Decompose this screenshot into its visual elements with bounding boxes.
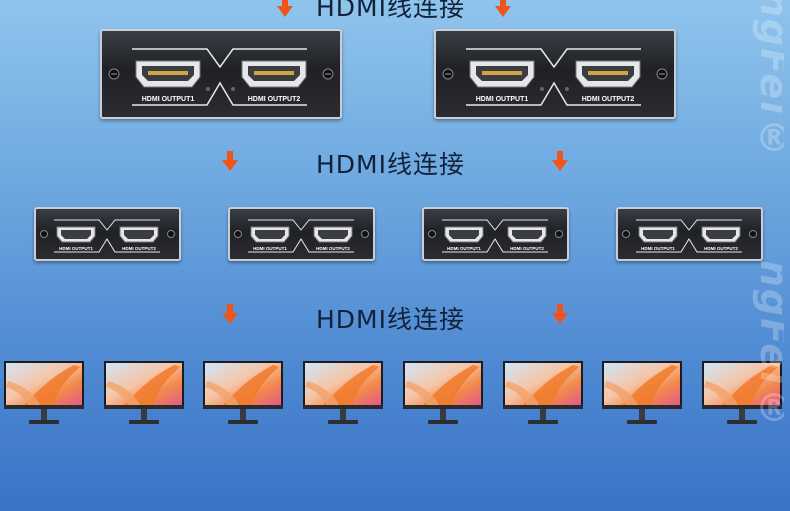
- monitor-icon: [502, 361, 583, 427]
- brand-watermark: ngFei® ngFei®: [744, 0, 784, 511]
- output2-label: HDMI OUTPUT2: [316, 246, 350, 251]
- output1-label: HDMI OUTPUT1: [447, 246, 481, 251]
- watermark-text: ngFei®: [752, 0, 784, 163]
- hdmi-port-icon: [507, 226, 547, 243]
- screw-icon: [234, 230, 242, 238]
- screw-icon: [428, 230, 436, 238]
- watermark-text: ngFei®: [752, 260, 784, 433]
- output2-label: HDMI OUTPUT2: [582, 96, 635, 103]
- output1-label: HDMI OUTPUT1: [476, 96, 529, 103]
- hdmi-port-icon: [701, 226, 741, 243]
- down-arrow-icon: [277, 0, 293, 17]
- hdmi-port-icon: [444, 226, 484, 243]
- output1-label: HDMI OUTPUT1: [641, 246, 675, 251]
- splitter-large: HDMI OUTPUT1 HDMI OUTPUT2: [434, 29, 676, 119]
- output2-label: HDMI OUTPUT2: [704, 246, 738, 251]
- splitter-small: HDMI OUTPUT1 HDMI OUTPUT2: [422, 207, 569, 261]
- connection-label-bottom: HDMI线连接: [316, 305, 465, 334]
- screw-icon: [622, 230, 630, 238]
- down-arrow-icon: [552, 151, 568, 171]
- hdmi-port-icon: [241, 60, 307, 88]
- hdmi-port-icon: [119, 226, 159, 243]
- hdmi-port-icon: [575, 60, 641, 88]
- output1-label: HDMI OUTPUT1: [142, 96, 195, 103]
- monitor-icon: [4, 361, 84, 427]
- output2-label: HDMI OUTPUT2: [122, 246, 156, 251]
- screw-icon: [555, 230, 563, 238]
- down-arrow-icon: [222, 304, 238, 324]
- hdmi-port-icon: [250, 226, 290, 243]
- splitter-large: HDMI OUTPUT1 HDMI OUTPUT2: [100, 29, 342, 119]
- hdmi-port-icon: [638, 226, 678, 243]
- screw-icon: [361, 230, 369, 238]
- screw-icon: [749, 230, 757, 238]
- monitor-icon: [303, 361, 384, 427]
- screw-icon: [40, 230, 48, 238]
- hdmi-port-icon: [469, 60, 535, 88]
- splitter-small: HDMI OUTPUT1 HDMI OUTPUT2: [228, 207, 375, 261]
- down-arrow-icon: [222, 151, 238, 171]
- down-arrow-icon: [552, 304, 568, 324]
- monitor-icon: [602, 361, 683, 427]
- hdmi-port-icon: [313, 226, 353, 243]
- output1-label: HDMI OUTPUT1: [59, 246, 93, 251]
- hdmi-port-icon: [56, 226, 96, 243]
- output2-label: HDMI OUTPUT2: [248, 96, 301, 103]
- output2-label: HDMI OUTPUT2: [510, 246, 544, 251]
- down-arrow-icon: [495, 0, 511, 17]
- splitter-small: HDMI OUTPUT1 HDMI OUTPUT2: [34, 207, 181, 261]
- monitor-icon: [402, 361, 483, 427]
- screw-icon: [167, 230, 175, 238]
- connection-label-top: HDMI线连接: [316, 0, 465, 22]
- monitor-icon: [203, 361, 284, 427]
- monitor-icon: [701, 361, 782, 427]
- monitor-icon: [103, 361, 184, 427]
- output1-label: HDMI OUTPUT1: [253, 246, 287, 251]
- splitter-small: HDMI OUTPUT1 HDMI OUTPUT2: [616, 207, 763, 261]
- hdmi-port-icon: [135, 60, 201, 88]
- connection-label-middle: HDMI线连接: [316, 150, 465, 179]
